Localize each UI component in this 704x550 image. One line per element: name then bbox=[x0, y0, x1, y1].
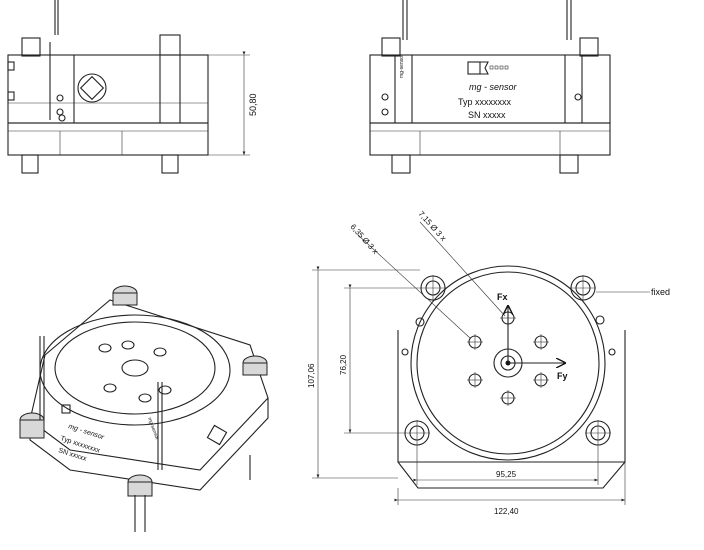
dim-width-outer: 122,40 bbox=[494, 507, 519, 516]
dim-width-inner: 95,25 bbox=[496, 470, 517, 479]
side-type-label: Typ xxxxxxxx bbox=[458, 97, 512, 107]
top-view bbox=[312, 221, 650, 505]
side-serial-label: SN xxxxx bbox=[468, 110, 506, 120]
fixed-label: fixed bbox=[651, 287, 670, 297]
axis-fy-label: Fy bbox=[557, 371, 568, 381]
hole-callout-2: 7,15 Ø 3 x bbox=[417, 209, 448, 242]
side-brand-label: mg - sensor bbox=[469, 82, 518, 92]
axis-fx-label: Fx bbox=[497, 292, 508, 302]
hole-callout-1: 6,35 Ø 3 x bbox=[349, 222, 380, 255]
front-height-dimension: 50,80 bbox=[248, 93, 258, 116]
isometric-view bbox=[19, 285, 269, 532]
side-vertical-label: mg-sensor bbox=[399, 54, 405, 78]
small-holes bbox=[467, 310, 549, 406]
front-view bbox=[7, 0, 250, 174]
dim-height-outer: 107,06 bbox=[307, 363, 316, 388]
side-view bbox=[369, 0, 611, 174]
corner-bolts bbox=[404, 275, 611, 446]
dim-height-inner: 76,20 bbox=[339, 354, 348, 375]
